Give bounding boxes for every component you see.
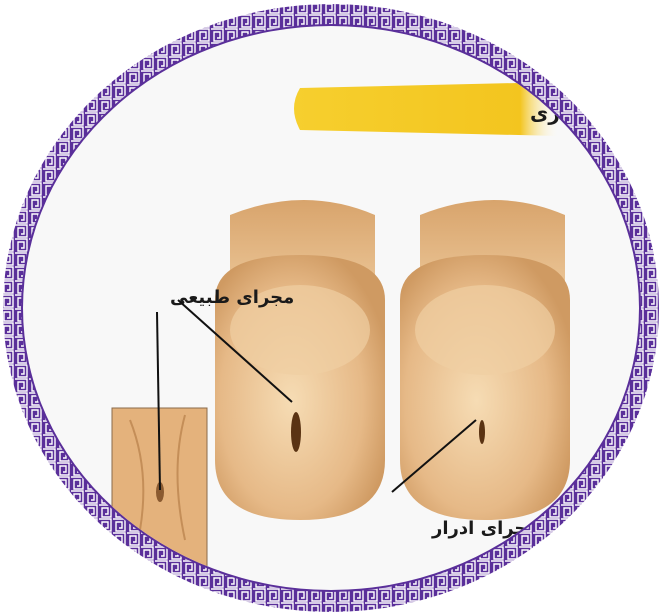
label-normal-meatus: مجرای طبیعی — [170, 287, 294, 308]
title-banner — [294, 82, 560, 136]
normal-glans-figure — [215, 200, 385, 520]
stricture-meatus — [479, 420, 485, 444]
stricture-glans-figure — [400, 200, 570, 520]
normal-meatus — [291, 412, 301, 452]
